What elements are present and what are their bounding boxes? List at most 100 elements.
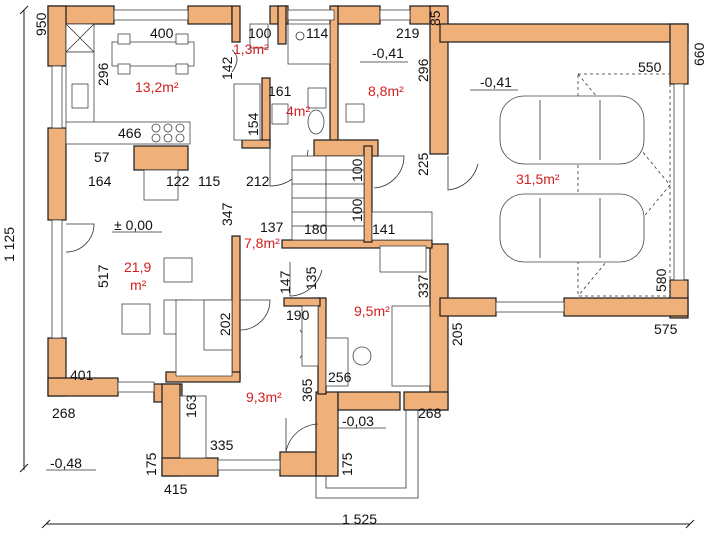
dim-190: 190 xyxy=(286,307,310,323)
kitchen-sink xyxy=(71,83,89,109)
dim-85: 85 xyxy=(427,10,443,26)
study-shelf xyxy=(179,395,207,459)
area-living-line2: m² xyxy=(130,277,147,293)
dim-141: 141 xyxy=(372,221,396,237)
terrace xyxy=(315,410,419,499)
dim-tick-4 xyxy=(685,519,695,529)
wall-garage-south-1 xyxy=(439,297,497,317)
dim-225: 225 xyxy=(415,152,431,176)
dim-400: 400 xyxy=(150,25,174,41)
car-1 xyxy=(499,95,645,165)
window-north-wc xyxy=(287,9,335,21)
dim-256: 256 xyxy=(328,369,352,385)
dimension-lines xyxy=(19,5,695,529)
garage-door-outline xyxy=(577,73,671,297)
dim-137: 137 xyxy=(260,219,284,235)
wardrobe xyxy=(379,245,427,273)
dim-100c: 100 xyxy=(349,198,365,222)
dim-122: 122 xyxy=(166,173,190,189)
door-living-hall xyxy=(239,299,271,331)
dining-chair-2 xyxy=(175,33,189,45)
dim-365: 365 xyxy=(299,378,315,402)
dim-337: 337 xyxy=(415,274,431,298)
dim-296b: 296 xyxy=(415,58,431,82)
dim-135: 135 xyxy=(303,266,319,290)
wall-garage-south-2 xyxy=(563,297,689,317)
area-boiler: 8,8m² xyxy=(368,83,404,99)
dim-347: 347 xyxy=(219,202,235,226)
car-2-detail xyxy=(539,198,601,258)
bed xyxy=(391,305,431,387)
door-wc xyxy=(231,49,238,73)
area-hall: 7,8m² xyxy=(244,235,280,251)
bath-furniture xyxy=(233,23,365,141)
dim-268b: 268 xyxy=(418,405,442,421)
boiler-unit xyxy=(345,103,365,123)
dim-175a: 175 xyxy=(143,452,159,476)
dim-205: 205 xyxy=(449,322,465,346)
dining-chair-1 xyxy=(117,33,131,45)
dim-517: 517 xyxy=(95,264,111,288)
dim-142: 142 xyxy=(219,56,235,80)
hob-2 xyxy=(163,123,173,133)
door-entrance xyxy=(285,418,319,453)
shower-drain xyxy=(295,31,305,41)
dim-219: 219 xyxy=(396,25,420,41)
car-2 xyxy=(499,193,645,263)
area-kitchen: 13,2m² xyxy=(135,79,179,95)
sofa-back xyxy=(203,299,233,351)
bedroom-furniture xyxy=(179,211,433,459)
dim-115: 115 xyxy=(198,173,221,189)
dim-164: 164 xyxy=(88,173,112,189)
dim-202: 202 xyxy=(217,312,233,336)
terrace-outline xyxy=(315,410,419,499)
door-bed xyxy=(289,262,323,297)
area-study: 9,3m² xyxy=(246,389,282,405)
dim-163: 163 xyxy=(183,394,199,418)
wall-north-4 xyxy=(333,5,381,25)
wall-bed-west xyxy=(317,297,327,395)
dim-415: 415 xyxy=(164,481,188,497)
counter-x xyxy=(65,23,95,53)
hob-6 xyxy=(175,133,185,143)
window-west-kitchen xyxy=(51,65,63,129)
window-north-boiler xyxy=(379,9,411,21)
dim-466: 466 xyxy=(118,125,142,141)
bidet xyxy=(307,87,327,109)
dim-268a: 268 xyxy=(52,405,76,421)
dim-57: 57 xyxy=(94,149,110,165)
wall-garage-north xyxy=(439,23,689,43)
dining-chair-3 xyxy=(117,63,131,75)
window-garage-east xyxy=(673,83,685,281)
wall-study-south xyxy=(161,457,219,477)
bath-toilet xyxy=(307,109,325,135)
stair-steps xyxy=(292,156,364,240)
dim-1125: 1 125 xyxy=(1,227,17,262)
window-north-kitchen xyxy=(113,9,189,21)
dim-tick-1 xyxy=(19,5,29,15)
window-south-living xyxy=(117,381,155,393)
dim-100b: 100 xyxy=(349,158,365,182)
dim-175b: 175 xyxy=(339,452,355,476)
window-garage-south xyxy=(495,301,565,313)
area-bath: 4m² xyxy=(286,103,310,119)
dim-660: 660 xyxy=(691,42,707,66)
level-labels: ± 0,00 -0,41 -0,41 -0,03 -0,48 xyxy=(50,45,512,471)
window-south-study xyxy=(217,459,281,471)
outer-walls xyxy=(47,5,689,477)
wall-entrance-east xyxy=(315,391,339,477)
kitchen-furniture xyxy=(65,23,195,201)
window-west-living xyxy=(51,219,63,339)
dining-table xyxy=(111,41,195,67)
level-boiler: -0,41 xyxy=(372,45,404,61)
kitchenette xyxy=(371,211,433,241)
armchair-2 xyxy=(121,303,151,335)
dimension-labels: 950 400 100 114 219 85 660 550 296 142 2… xyxy=(1,10,707,527)
wall-east-2 xyxy=(429,243,449,411)
wall-hall-1 xyxy=(231,235,241,381)
dim-335: 335 xyxy=(210,437,234,453)
dim-401: 401 xyxy=(70,367,94,383)
stairs xyxy=(291,155,365,241)
dim-580: 580 xyxy=(653,268,669,292)
